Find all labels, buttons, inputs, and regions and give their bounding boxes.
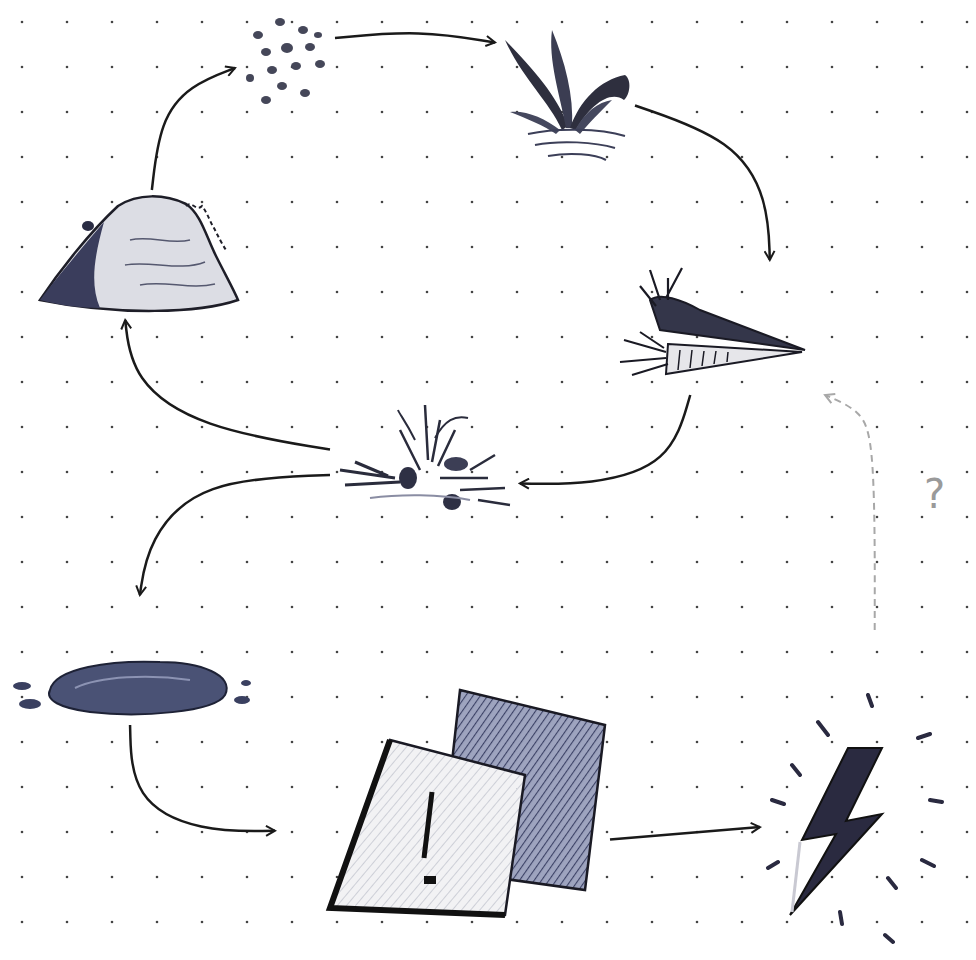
heap-outline <box>40 196 238 311</box>
carrot <box>666 344 802 374</box>
edge-label: ? <box>924 474 945 514</box>
panels <box>330 690 605 915</box>
spark-dashes <box>768 695 942 942</box>
illustration-node <box>235 10 335 110</box>
carrot-rings <box>678 350 728 370</box>
lightning-bolt <box>790 748 882 915</box>
seed <box>261 48 271 56</box>
bolt-shine <box>792 842 800 912</box>
flow-arrow <box>520 395 690 484</box>
flow-arrow <box>152 68 235 190</box>
seed <box>314 32 322 38</box>
puddle-shine <box>75 677 190 688</box>
panel-mark <box>424 876 436 884</box>
ground-strokes <box>528 130 625 160</box>
seed <box>246 74 254 82</box>
dashed-arrow <box>825 395 875 630</box>
scrap <box>444 457 468 471</box>
plant <box>505 30 629 160</box>
seed <box>267 66 277 74</box>
panel-mark <box>424 792 432 858</box>
seed <box>277 82 287 90</box>
illustration-node <box>275 685 610 920</box>
seed <box>275 18 285 26</box>
compost-heap <box>40 196 238 311</box>
flow-arrow <box>140 475 330 595</box>
scrap <box>399 467 417 489</box>
illustration-node <box>615 260 830 395</box>
flow-arrow <box>335 33 495 42</box>
seed <box>298 26 308 34</box>
seed <box>300 89 310 97</box>
illustration-node <box>760 630 945 930</box>
heap-texture <box>125 239 215 286</box>
heap-crumbs <box>186 204 226 250</box>
illustration-node <box>35 190 240 320</box>
seed <box>305 43 315 51</box>
flow-arrow <box>125 320 330 450</box>
leaf <box>570 75 629 130</box>
flow-arrow <box>610 827 760 839</box>
seeds <box>246 18 325 104</box>
seed <box>315 60 325 68</box>
scrap-shadow <box>370 495 470 500</box>
seed <box>281 43 293 53</box>
splash <box>13 682 31 690</box>
panel-edge <box>330 740 505 915</box>
flow-arrow <box>130 725 275 831</box>
scrap-leaves <box>398 410 468 440</box>
carrot-greens <box>640 268 682 306</box>
splash <box>19 699 41 709</box>
carrot <box>650 297 805 350</box>
illustration-node <box>10 595 255 725</box>
flow-arrow <box>635 106 770 261</box>
splash <box>241 680 251 686</box>
heap-shadow <box>40 222 104 308</box>
splash <box>234 696 250 704</box>
carrots <box>620 268 805 375</box>
puddle <box>49 662 227 715</box>
illustration-node <box>330 395 520 525</box>
scrap <box>340 462 400 485</box>
food-scraps <box>340 405 510 510</box>
carrot-greens <box>620 332 668 375</box>
leaf <box>551 30 572 128</box>
seed <box>261 96 271 104</box>
electricity <box>768 695 942 942</box>
illustration-node <box>495 20 635 170</box>
front-panel <box>330 740 525 915</box>
heap-lump <box>82 221 94 231</box>
slurry-puddle <box>13 662 251 715</box>
seed <box>291 62 301 70</box>
seed <box>253 31 263 39</box>
